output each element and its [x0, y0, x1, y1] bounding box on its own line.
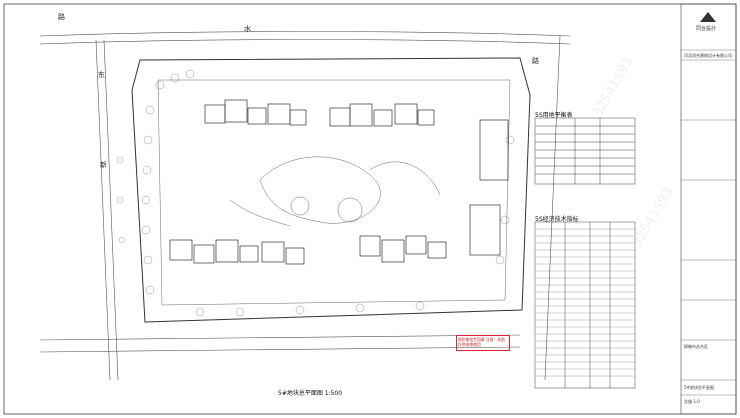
drawing-name: 5#地块总平面图	[684, 385, 714, 390]
road-label-char-b: 新	[100, 161, 107, 169]
inner-fire-lane	[157, 79, 511, 306]
road-label-east: 路	[532, 57, 539, 65]
site-boundary	[131, 57, 531, 323]
drawing-number: 总施-1.0	[684, 399, 700, 404]
tech-table-title: 5S经济技术指标	[535, 216, 579, 223]
company-line: 河北同合建筑设计有限公司	[684, 53, 732, 58]
tech-table-rows	[535, 228, 635, 377]
company-logo-text: 同合設計	[696, 26, 717, 32]
trees	[116, 69, 515, 317]
road-label-char-a: 东	[98, 71, 105, 79]
company-logo-icon	[700, 12, 716, 22]
land-use-table	[534, 117, 636, 185]
south-buildings	[169, 235, 447, 265]
east-building	[479, 119, 509, 181]
project-name: 邯郸市丛台区	[684, 344, 708, 349]
road-label-north: 路	[58, 13, 65, 21]
land-use-table-title: 5S用地平衡表	[535, 112, 573, 119]
tech-table	[534, 221, 636, 389]
north-buildings	[204, 99, 435, 127]
road-label-north2: 水	[244, 25, 251, 33]
approval-stamp: 规划审批专用章 注意：本图仅供报审使用	[456, 335, 510, 351]
title-block-rows	[681, 49, 736, 396]
central-garden	[229, 156, 441, 227]
drawing-caption: 5#地块总平面图 1:500	[278, 390, 343, 397]
title-block-frame	[680, 3, 737, 415]
